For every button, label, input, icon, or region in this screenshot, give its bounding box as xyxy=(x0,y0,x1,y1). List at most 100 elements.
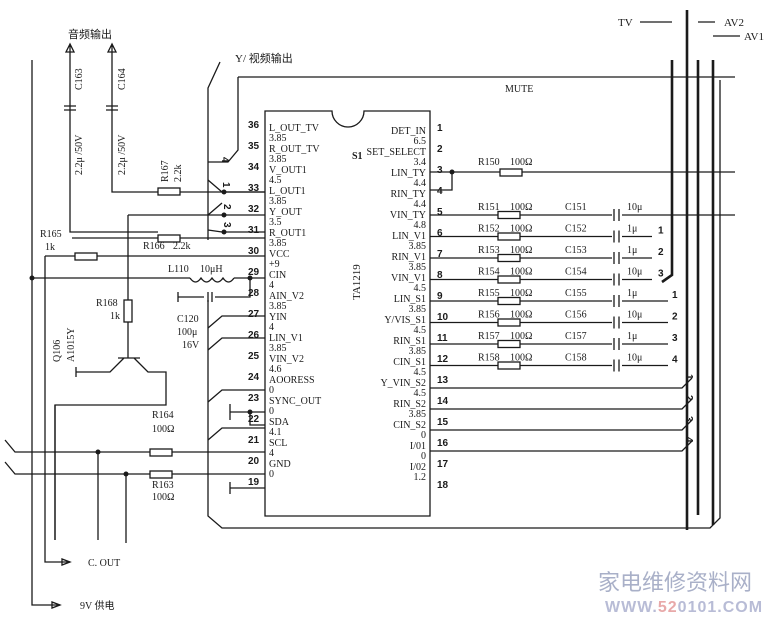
capacitor-symbol xyxy=(613,338,620,350)
pin-name: L_OUT1 xyxy=(269,186,306,197)
pin-name: VCC xyxy=(269,249,290,260)
ic-pin-right: 17I/021.2 xyxy=(410,459,449,483)
r168 xyxy=(123,299,133,323)
pin-voltage: 3.4 xyxy=(414,157,427,168)
pin-name: R_OUT_TV xyxy=(269,144,320,155)
pin-name: GND xyxy=(269,459,291,470)
c120-value: 100μ xyxy=(177,327,197,338)
pin-number: 32 xyxy=(248,204,260,215)
pin-voltage: 3.85 xyxy=(269,196,287,207)
c120-rating: 16V xyxy=(182,340,200,351)
lower-bus-outline xyxy=(207,80,721,529)
resistor-ref: R152 xyxy=(478,224,500,235)
pin-voltage: 3.85 xyxy=(269,238,287,249)
capacitor-ref: C152 xyxy=(565,224,587,235)
pin-name: I/02 xyxy=(410,462,426,473)
pin-name: CIN_S2 xyxy=(393,420,426,431)
pin-voltage: 4.5 xyxy=(414,283,427,294)
r150-value: 100Ω xyxy=(510,157,532,168)
pin-voltage: 4.5 xyxy=(414,367,427,378)
pin-number: 10 xyxy=(437,312,449,323)
r167 xyxy=(157,187,181,196)
pin-voltage: 4.8 xyxy=(414,220,427,231)
pin-name: LIN_TY xyxy=(391,168,426,179)
pin-name: SDA xyxy=(269,417,290,428)
r150-ref: R150 xyxy=(478,157,500,168)
pin-number: 31 xyxy=(248,225,260,236)
r168-ref: R168 xyxy=(96,298,118,309)
pin-number: 28 xyxy=(248,288,260,299)
resistor-value: 100Ω xyxy=(510,224,532,235)
switch-pos: 1 xyxy=(672,290,678,301)
resistor-value: 100Ω xyxy=(510,310,532,321)
pin-number: 35 xyxy=(248,141,260,152)
pin-name: RIN_S1 xyxy=(393,336,426,347)
switch-pos: 2 xyxy=(683,395,694,401)
av1-label: AV1 xyxy=(744,31,764,43)
pin-voltage: 4 xyxy=(269,448,274,459)
switch-pos: 3 xyxy=(672,333,678,344)
capacitor-ref: C157 xyxy=(565,331,587,342)
ic-outline xyxy=(264,110,431,517)
pin-number: 14 xyxy=(437,396,449,407)
pin-name: AOORESS xyxy=(269,375,315,386)
bus-tv xyxy=(661,60,674,284)
pin-name: I/01 xyxy=(410,441,426,452)
pin-voltage: 3.85 xyxy=(409,241,427,252)
sw-label: 2 xyxy=(221,204,232,210)
pin-name: SCL xyxy=(269,438,287,449)
capacitor-value: 10μ xyxy=(627,267,642,278)
q106-transistor xyxy=(54,355,167,540)
c163-ref: C163 xyxy=(74,68,85,90)
pin-voltage: 4.1 xyxy=(269,427,282,438)
audio-out-label: 音频输出 xyxy=(68,27,112,41)
resistor-value: 100Ω xyxy=(510,245,532,256)
watermark-url: WWW.520101.COM xyxy=(605,599,763,616)
capacitor-symbol xyxy=(613,252,620,264)
switch-pos: 3 xyxy=(658,269,664,280)
c163-c164-symbols xyxy=(64,105,118,111)
pin-number: 22 xyxy=(248,414,260,425)
resistor-ref: R155 xyxy=(478,288,500,299)
capacitor-ref: C151 xyxy=(565,202,587,213)
capacitor-symbol xyxy=(613,316,620,329)
pin-voltage: 0 xyxy=(421,451,426,462)
pin-number: 29 xyxy=(248,267,260,278)
pin-name: L_OUT_TV xyxy=(269,123,320,134)
pin-name: VIN_V1 xyxy=(391,273,426,284)
l110-value: 10μH xyxy=(200,264,223,275)
pin-name: VIN_TY xyxy=(390,210,426,221)
switch-pos: 4 xyxy=(672,355,678,366)
pin-number: 21 xyxy=(248,435,260,446)
capacitor-value: 10μ xyxy=(627,202,642,213)
pin-voltage: 4.5 xyxy=(414,388,427,399)
pin-voltage: 3.85 xyxy=(409,304,427,315)
pin-number: 20 xyxy=(248,456,260,467)
s2-row: 2 xyxy=(430,395,694,410)
pin-name: Y_VIN_S2 xyxy=(380,378,426,389)
supply-9v-label: 9V 供电 xyxy=(80,599,115,612)
pin-number: 4 xyxy=(437,186,443,197)
pin-voltage: 4.4 xyxy=(414,178,427,189)
resistor-value: 100Ω xyxy=(510,288,532,299)
l110-ref: L110 xyxy=(168,264,189,275)
sw-label: 1 xyxy=(220,182,231,188)
pin-voltage: 0 xyxy=(421,430,426,441)
supply-9v-line xyxy=(31,60,60,606)
pin-number: 18 xyxy=(437,480,449,491)
s2-row: 4 xyxy=(430,437,694,452)
resistor xyxy=(497,339,521,349)
s2-row: 1 xyxy=(430,374,694,389)
